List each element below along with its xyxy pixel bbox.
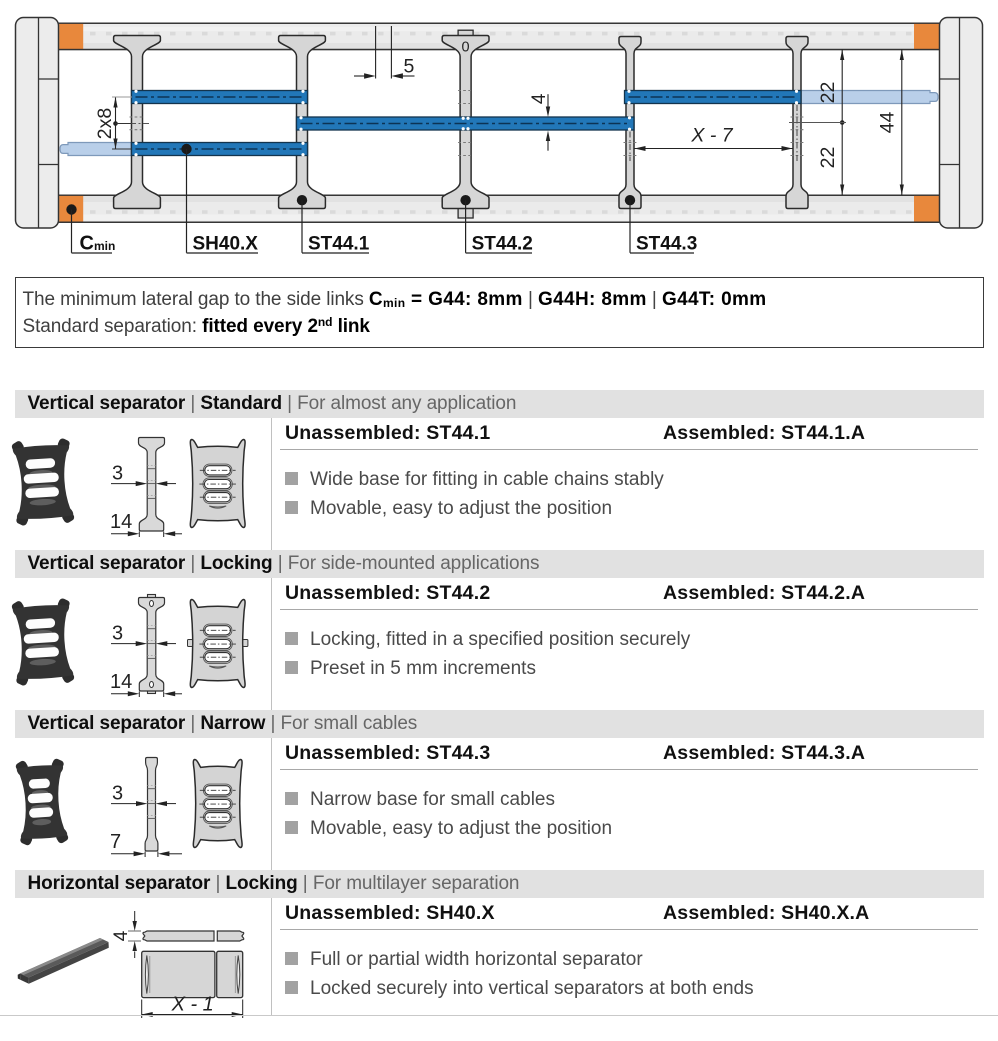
svg-text:X - 7: X - 7 [690, 125, 733, 147]
svg-text:SH40.X: SH40.X [193, 234, 259, 255]
svg-text:ST44.3: ST44.3 [636, 234, 697, 255]
svg-text:3: 3 [112, 623, 123, 645]
svg-text:14: 14 [110, 511, 132, 533]
svg-text:7: 7 [110, 831, 121, 853]
svg-text:4: 4 [529, 93, 550, 104]
svg-text:X - 1: X - 1 [171, 994, 214, 1016]
svg-text:Cmin: Cmin [80, 233, 116, 255]
svg-text:14: 14 [110, 671, 132, 693]
svg-text:ST44.1: ST44.1 [308, 234, 370, 255]
svg-text:5: 5 [404, 55, 415, 77]
svg-text:ST44.2: ST44.2 [472, 234, 533, 255]
svg-text:0: 0 [462, 40, 470, 56]
svg-text:2x8: 2x8 [94, 108, 116, 139]
svg-text:22: 22 [817, 82, 839, 104]
svg-text:22: 22 [817, 147, 839, 169]
svg-text:3: 3 [112, 783, 123, 805]
svg-text:4: 4 [111, 930, 132, 941]
svg-text:44: 44 [877, 112, 899, 134]
svg-text:3: 3 [112, 463, 123, 485]
